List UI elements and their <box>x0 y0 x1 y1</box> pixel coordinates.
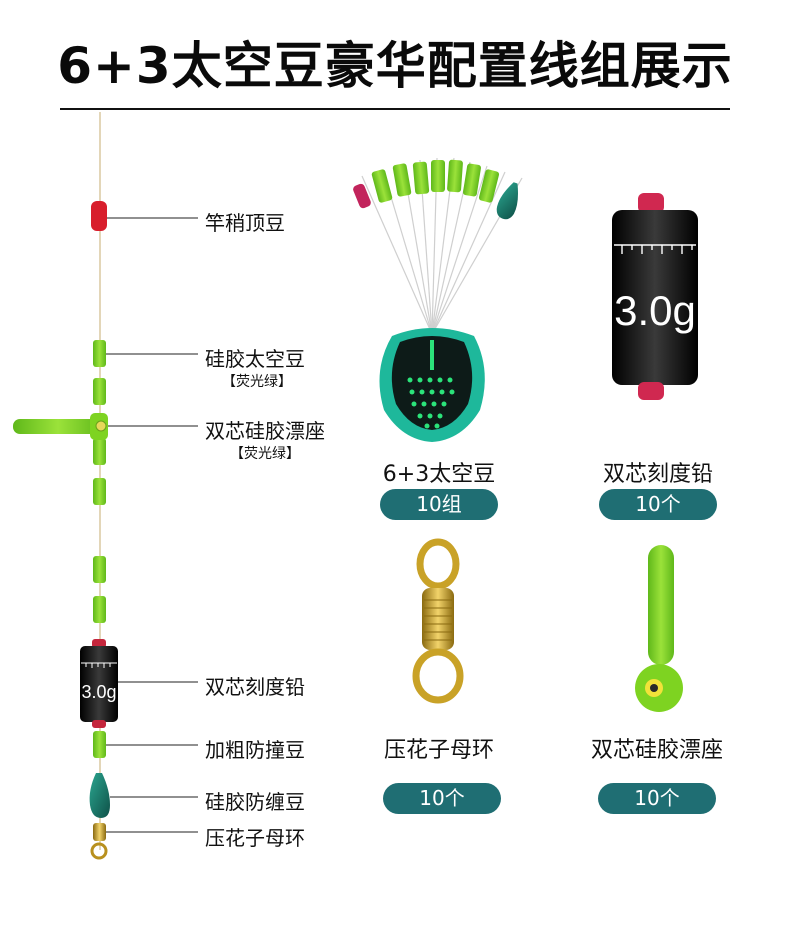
product-name-space-bean-set: 6+3太空豆 <box>382 462 496 487</box>
label-space-bean-color: 【荧光绿】 <box>222 374 292 390</box>
space-beans <box>93 340 106 623</box>
space-bean-set-icon <box>353 157 523 442</box>
sinker-on-rig <box>80 639 118 728</box>
product-name-swivel: 压花子母环 <box>383 738 494 763</box>
label-swivel: 压花子母环 <box>205 826 305 850</box>
swivel-icon <box>412 538 464 704</box>
product-name-float-seat: 双芯硅胶漂座 <box>590 738 723 763</box>
swivel-on-rig <box>90 823 108 860</box>
anti-collision-bean <box>93 731 106 758</box>
label-anti-tangle-bean: 硅胶防缠豆 <box>205 790 305 814</box>
page-title: 6+3太空豆豪华配置线组展示 <box>57 37 733 95</box>
product-sinker-marking: 3.0g <box>614 287 696 334</box>
rig-sinker-marking: 3.0g <box>81 682 116 702</box>
qty-badge-swivel: 10个 <box>383 783 501 814</box>
anti-tangle-bean <box>89 773 110 818</box>
label-float-seat-color: 【荧光绿】 <box>230 446 300 462</box>
rod-tip-bead <box>91 201 107 231</box>
scaled-sinker-icon <box>612 193 698 400</box>
label-space-bean: 硅胶太空豆 <box>205 347 305 371</box>
label-sinker: 双芯刻度铅 <box>205 675 305 699</box>
label-rod-tip-bead: 竿稍顶豆 <box>205 211 285 235</box>
qty-badge-space-bean-set: 10组 <box>380 489 498 520</box>
float-seat-icon <box>635 545 683 712</box>
qty-badge-float-seat: 10个 <box>598 783 716 814</box>
float-seat-on-rig <box>13 413 108 440</box>
qty-badge-sinker: 10个 <box>599 489 717 520</box>
product-name-sinker: 双芯刻度铅 <box>602 462 713 487</box>
title-divider <box>60 108 730 110</box>
label-float-seat: 双芯硅胶漂座 <box>205 419 325 443</box>
label-anti-collision-bean: 加粗防撞豆 <box>205 738 305 762</box>
